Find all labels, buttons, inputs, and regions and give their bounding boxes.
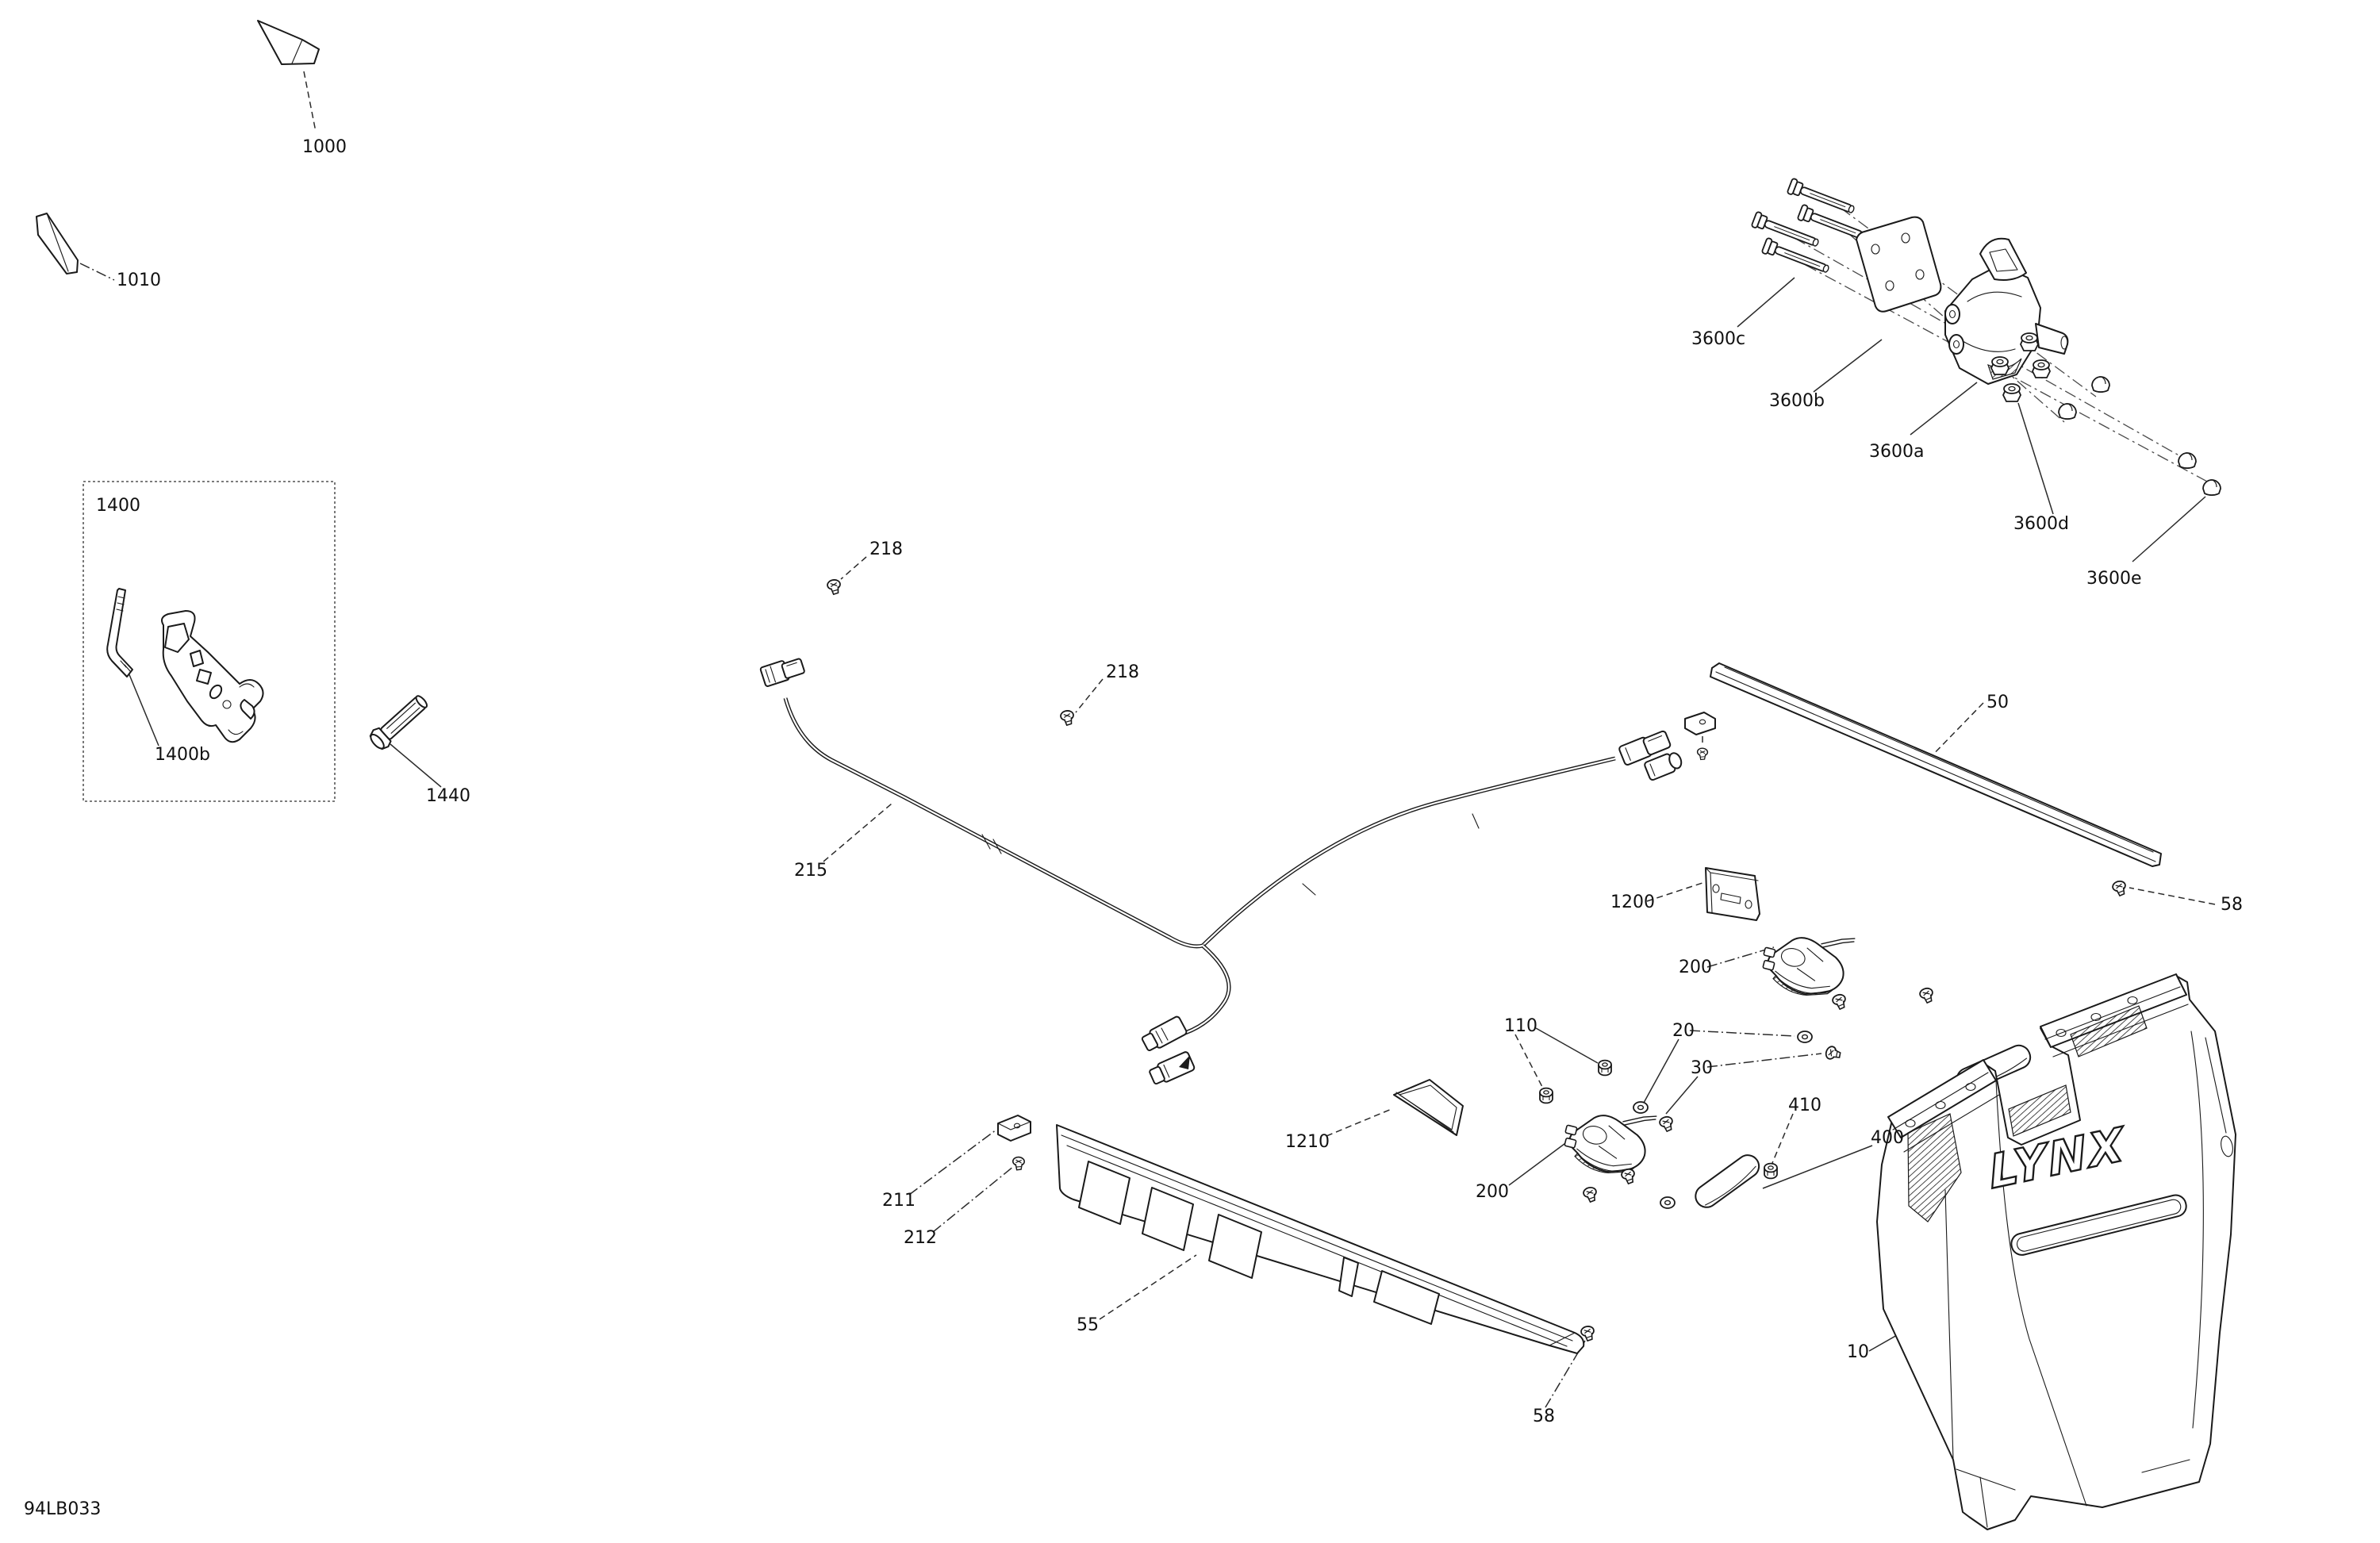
screw-218-a bbox=[826, 578, 843, 596]
label-212: 212 bbox=[904, 1228, 937, 1248]
screw-30-a bbox=[1823, 1044, 1843, 1063]
label-200-b: 200 bbox=[1476, 1182, 1509, 1202]
pin-1440 bbox=[369, 695, 428, 750]
label-211: 211 bbox=[882, 1191, 916, 1211]
screw-upper-right bbox=[1917, 986, 1936, 1005]
label-1010: 1010 bbox=[117, 271, 161, 290]
screw-58-b bbox=[2110, 879, 2129, 898]
screw-212 bbox=[1012, 1156, 1026, 1171]
label-215: 215 bbox=[794, 861, 827, 881]
label-1210: 1210 bbox=[1285, 1132, 1330, 1152]
wrench-tool bbox=[161, 610, 264, 743]
nut-110-b bbox=[1598, 1059, 1612, 1077]
latch-200-upper bbox=[1755, 917, 1856, 1005]
label-10: 10 bbox=[1847, 1342, 1869, 1362]
reflector-400-lower bbox=[1695, 1154, 1760, 1208]
label-218-a: 218 bbox=[869, 539, 903, 559]
screw-30-b bbox=[1657, 1115, 1676, 1134]
harness-connector-b bbox=[1618, 730, 1683, 781]
clip-and-screw-upper bbox=[1684, 712, 1716, 761]
washer-lower bbox=[1660, 1196, 1676, 1209]
label-1000: 1000 bbox=[302, 137, 347, 157]
rear-panel-10: LYNX bbox=[1876, 973, 2236, 1530]
part-1000-decal bbox=[257, 20, 320, 65]
label-58-a: 58 bbox=[1533, 1407, 1555, 1426]
plate-3600b bbox=[1856, 216, 1942, 313]
cap-group-3600e bbox=[2058, 376, 2221, 497]
nut-110-a bbox=[1539, 1087, 1553, 1104]
label-20: 20 bbox=[1672, 1021, 1695, 1041]
harness-connector-a bbox=[759, 658, 805, 687]
seal-frame-1210 bbox=[1393, 1079, 1464, 1136]
label-3600e: 3600e bbox=[2086, 569, 2142, 589]
label-200-a: 200 bbox=[1679, 958, 1712, 977]
orientation-arrow bbox=[1179, 1055, 1190, 1069]
nut-410 bbox=[1764, 1162, 1778, 1180]
label-1440: 1440 bbox=[426, 786, 470, 806]
part-1010-decal bbox=[36, 213, 79, 274]
label-58-b: 58 bbox=[2221, 895, 2243, 915]
plate-1200 bbox=[1705, 867, 1760, 921]
screw-lower-b bbox=[1582, 1185, 1599, 1204]
washer-20-a bbox=[1797, 1031, 1813, 1043]
label-3600c: 3600c bbox=[1691, 329, 1745, 349]
latch-bracket-3600a bbox=[1944, 237, 2069, 385]
label-3600d: 3600d bbox=[2013, 514, 2069, 534]
clip-211 bbox=[997, 1115, 1031, 1142]
trim-strip-50 bbox=[1710, 662, 2162, 867]
label-400: 400 bbox=[1871, 1128, 1904, 1148]
label-218-b: 218 bbox=[1106, 662, 1139, 682]
label-50: 50 bbox=[1987, 693, 2009, 712]
label-110: 110 bbox=[1504, 1016, 1537, 1036]
bolt-group-3600c bbox=[1750, 177, 1868, 278]
screw-upper-left bbox=[1830, 992, 1848, 1011]
label-1200: 1200 bbox=[1610, 892, 1655, 912]
screw-lower-a bbox=[1620, 1167, 1637, 1186]
tool-kit-box-1400 bbox=[83, 481, 336, 802]
label-1400: 1400 bbox=[96, 496, 140, 516]
label-55: 55 bbox=[1077, 1315, 1099, 1335]
label-3600b: 3600b bbox=[1769, 391, 1825, 411]
washer-20-b bbox=[1633, 1101, 1649, 1114]
label-1400b: 1400b bbox=[155, 745, 210, 765]
label-30: 30 bbox=[1691, 1058, 1713, 1078]
screw-218-b bbox=[1059, 709, 1076, 727]
harness-connector-c bbox=[1141, 1015, 1196, 1085]
label-code: 94LB033 bbox=[24, 1499, 101, 1519]
part-labels: 1000 1010 1400 1400b 1440 218 218 215 50 1200 200 1… bbox=[24, 137, 2243, 1519]
label-410: 410 bbox=[1788, 1096, 1821, 1115]
wiring-harness-215 bbox=[759, 658, 1683, 1085]
allen-key-1400b bbox=[106, 588, 133, 677]
label-3600a: 3600a bbox=[1869, 442, 1924, 462]
louver-panel-55 bbox=[1056, 1124, 1585, 1354]
